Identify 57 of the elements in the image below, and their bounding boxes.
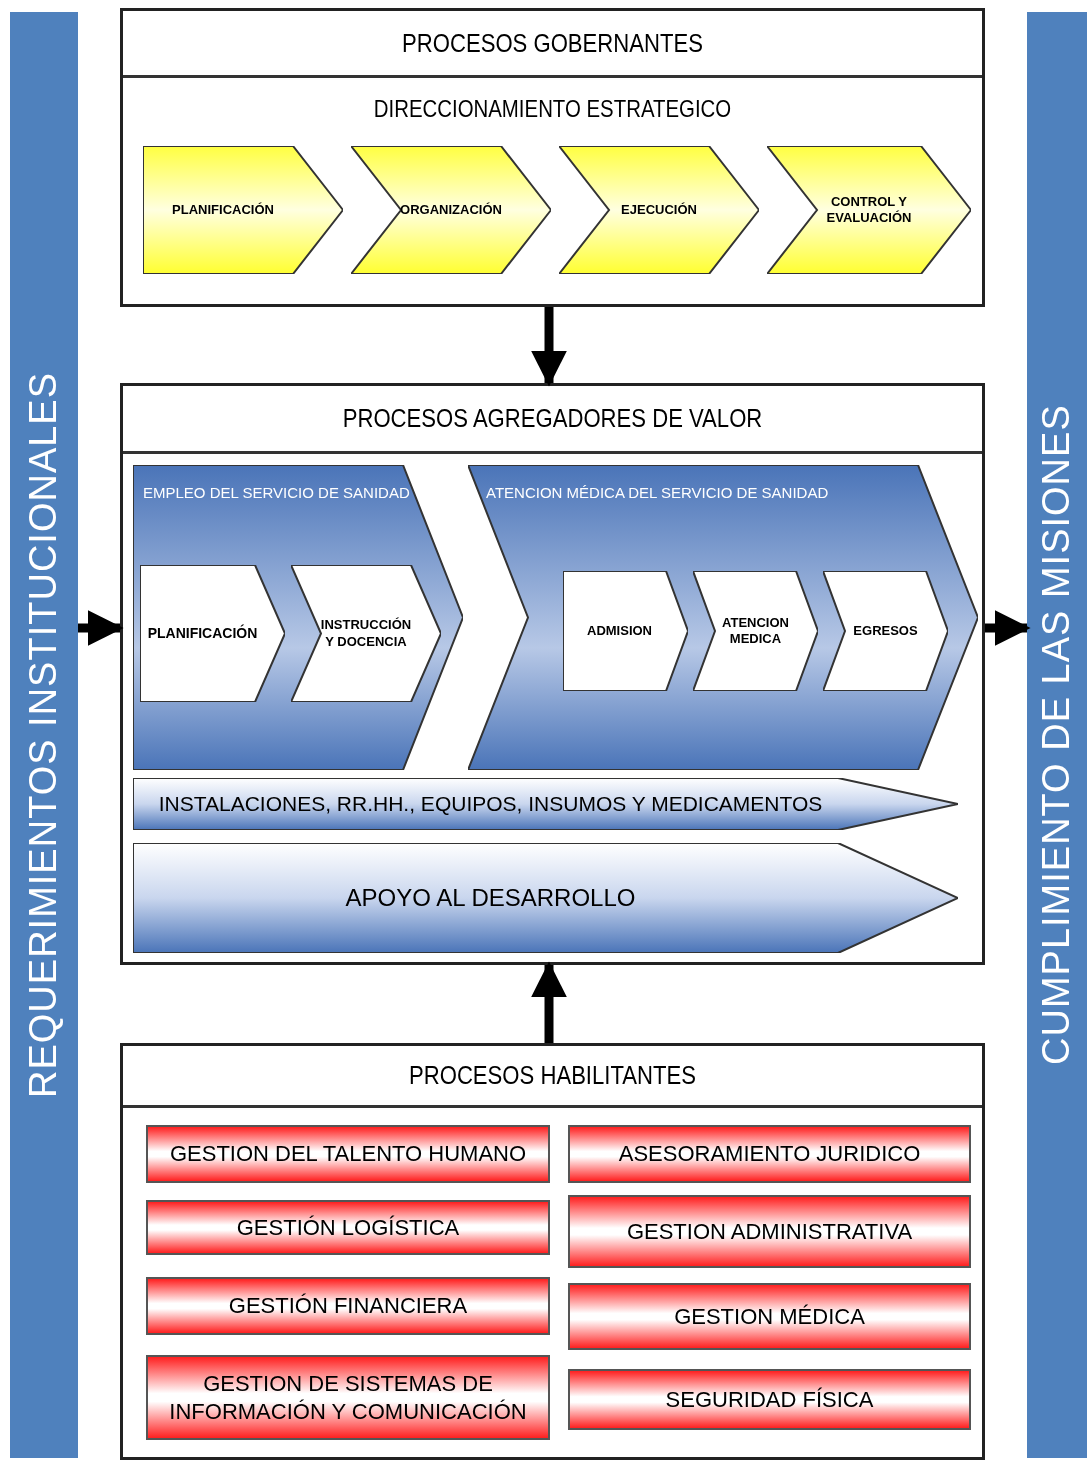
process-label: EMPLEO DEL SERVICIO DE SANIDAD [143,482,411,503]
section-heading: PROCESOS AGREGADORES DE VALOR [341,402,764,436]
process-label: ATENCION MEDICA [721,613,790,648]
process-label: PLANIFICACIÓN [150,623,255,643]
process-box [146,1200,550,1255]
process-step [767,146,971,274]
process-step [693,571,818,691]
bar-label: REQUERIMIENTOS INSTITUCIONALES [21,370,66,1101]
process-step [140,565,285,702]
process-label: ATENCION MÉDICA DEL SERVICIO DE SANIDAD [486,482,830,503]
arrow [78,610,124,646]
process-label: GESTION ADMINISTRATIVA [625,1217,914,1246]
process-box [146,1355,550,1440]
process-box [146,1125,550,1183]
process-label: ADMISION [586,621,653,640]
process-step [133,778,958,830]
process-step [351,146,551,274]
process-step [559,146,759,274]
bar-label: CUMPLIMIENTO DE LAS MISIONES [1034,403,1079,1068]
arrow [985,610,1031,646]
section-panel [120,383,985,965]
process-label: GESTION DE SISTEMAS DE INFORMACIÓN Y COMUNICACIÓN [168,1370,528,1426]
section-panel [120,1043,985,1460]
process-step [468,465,978,770]
section-subheading: DIRECCIONAMIENTO ESTRATEGICO [372,94,733,124]
process-box [568,1369,971,1430]
side-bar [1027,12,1087,1458]
process-step [823,571,948,691]
arrow [531,961,567,1043]
process-step [291,565,441,702]
process-label: EGRESOS [852,621,919,640]
process-label: APOYO AL DESARROLLO [344,883,637,913]
process-label: INSTRUCCIÓN Y DOCENCIA [321,616,411,651]
section-panel [120,8,985,307]
process-box [568,1283,971,1350]
process-label: GESTION DEL TALENTO HUMANO [168,1140,528,1169]
process-label: GESTION MÉDICA [673,1302,866,1331]
process-box [568,1195,971,1268]
process-label: SEGURIDAD FÍSICA [664,1385,875,1414]
process-label: ORGANIZACIÓN [401,200,501,219]
section-heading: PROCESOS GOBERNANTES [401,26,704,60]
section-heading: PROCESOS HABILITANTES [408,1059,697,1093]
process-step [143,146,343,274]
process-label: ASESORAMIENTO JURIDICO [617,1140,922,1169]
process-label: EJECUCIÓN [620,200,698,219]
process-step [133,843,958,953]
process-label: PLANIFICACIÓN [171,200,275,219]
side-bar [10,12,78,1458]
arrow [531,307,567,387]
process-box [568,1125,971,1183]
process-box [146,1277,550,1335]
process-step [563,571,688,691]
process-label: INSTALACIONES, RR.HH., EQUIPOS, INSUMOS Y MEDICAMENTOS [157,790,824,817]
process-label: CONTROL Y EVALUACIÓN [825,192,913,227]
process-label: GESTIÓN LOGÍSTICA [235,1213,461,1242]
process-label: GESTIÓN FINANCIERA [227,1292,469,1321]
process-step [133,465,463,770]
